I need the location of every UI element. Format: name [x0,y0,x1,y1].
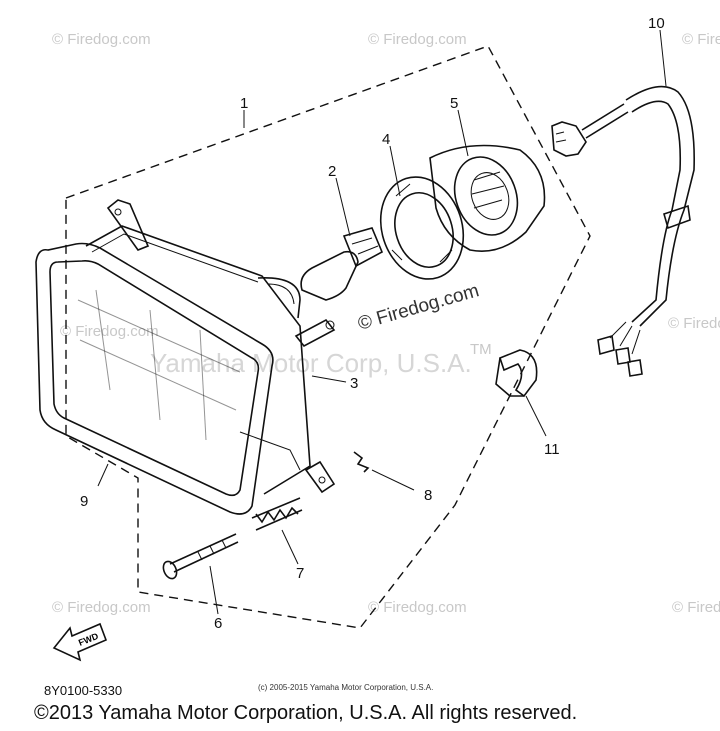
callout-10: 10 [648,15,665,32]
callout-2: 2 [328,163,336,180]
watermark: © Firedog.com [672,599,720,616]
assembly-boundary [65,45,591,629]
watermark-grid: © Firedog.com © Firedog.com © Firedog.co… [52,31,720,616]
wire-harness [551,85,695,377]
callout-6: 6 [214,615,222,632]
bulb-cover [429,144,546,252]
retaining-ring [379,176,465,280]
watermark-brand: Yamaha Motor Corp, U.S.A. [150,348,472,378]
headlight-unit [77,199,336,495]
watermark: © Firedog.com [368,31,467,48]
adjusting-spring [251,497,303,531]
fwd-label: FWD [77,631,100,648]
part-code: 8Y0100-5330 [44,683,123,698]
watermark: © Firedog.com [368,599,467,616]
watermark: © Firedog.com [52,31,151,48]
callout-8: 8 [424,487,432,504]
wire-clamp [495,349,538,398]
watermark: © Firedog.com [60,323,159,340]
callout-9: 9 [80,493,88,510]
callout-5: 5 [450,95,458,112]
source-note: (c) 2005-2015 Yamaha Motor Corporation, … [258,683,434,692]
fwd-arrow-icon: FWD [52,622,108,662]
watermark: © Firedog.com [682,31,720,48]
callout-1: 1 [240,95,248,112]
callout-3: 3 [350,375,358,392]
watermark-tm: TM [470,341,492,358]
spring-clip [353,451,370,473]
callout-4: 4 [382,131,390,148]
callout-labels: 1 2 3 4 5 6 7 8 9 10 11 [80,15,665,632]
copyright-text: ©2013 Yamaha Motor Corporation, U.S.A. A… [34,702,578,724]
watermark: © Firedog.com [52,599,151,616]
adjusting-screw [162,533,239,580]
center-watermark: © Firedog.com [356,280,482,335]
callout-7: 7 [296,565,304,582]
watermark: © Firedog.com [668,315,720,332]
headlight-rim [35,242,274,515]
callout-11: 11 [544,441,560,458]
leader-lines [97,29,667,615]
bulb [300,227,384,301]
